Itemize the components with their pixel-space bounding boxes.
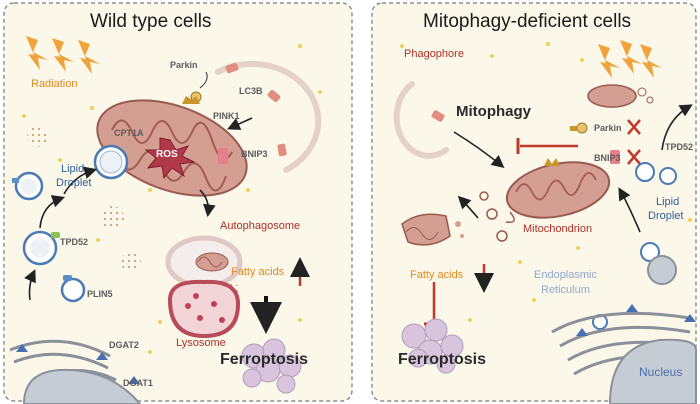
label-lipid-droplet-right-line2: Droplet bbox=[648, 210, 684, 222]
lipid-dots bbox=[22, 42, 692, 354]
label-er-line1: Endoplasmic bbox=[534, 269, 597, 281]
ferroptosis-cells-left bbox=[241, 338, 302, 394]
arrow-tpd52 bbox=[661, 104, 693, 151]
arrow-droplet-to-mito-right bbox=[618, 187, 641, 233]
phagophore bbox=[393, 81, 449, 159]
bnip3-icon bbox=[610, 150, 620, 164]
label-lysosome: Lysosome bbox=[176, 337, 226, 349]
arrow-to-fragment bbox=[457, 195, 479, 219]
title-wild-type: Wild type cells bbox=[90, 11, 212, 32]
autophagosome bbox=[165, 235, 243, 289]
label-ros: ROS bbox=[156, 149, 178, 160]
arrow-mitophagy bbox=[453, 131, 505, 169]
label-cpt1a: CPT1A bbox=[114, 128, 144, 138]
label-bnip3: BNIP3 bbox=[241, 149, 268, 159]
panel-mitophagy-deficient bbox=[371, 2, 697, 404]
lipid-droplet-left bbox=[12, 171, 44, 201]
arrow-dgat-to-droplet bbox=[24, 269, 36, 301]
arrow-droplet-to-mito bbox=[63, 166, 98, 195]
label-pink1: PINK1 bbox=[213, 111, 240, 121]
label-phagophore: Phagophore bbox=[404, 48, 464, 60]
lysosome bbox=[167, 279, 241, 339]
label-bnip3-right: BNIP3 bbox=[594, 153, 621, 163]
label-dgat2: DGAT2 bbox=[109, 340, 139, 350]
lc3b-membrane bbox=[215, 60, 322, 173]
damaged-mitochondrion-top bbox=[587, 84, 654, 108]
label-ferroptosis-right: Ferroptosis bbox=[398, 351, 487, 368]
label-fatty-acids: Fatty acids bbox=[231, 266, 285, 278]
lipid-droplet-main bbox=[93, 144, 129, 180]
panel-wild-type bbox=[3, 2, 353, 404]
ros-burst bbox=[144, 137, 196, 180]
lipid-droplet-right bbox=[592, 162, 677, 330]
mitochondrion-deficient bbox=[505, 158, 611, 224]
label-parkin: Parkin bbox=[170, 60, 198, 70]
radiation-bolt-icon bbox=[598, 40, 662, 78]
bnip3-icon bbox=[218, 148, 228, 164]
label-nucleus: Nucleus bbox=[639, 365, 683, 379]
lipid-droplet-tpd52 bbox=[22, 230, 60, 266]
label-tpd52: TPD52 bbox=[60, 237, 89, 247]
label-mitochondrion: Mitochondrion bbox=[523, 223, 593, 235]
ferroptosis-cells-right bbox=[401, 318, 464, 374]
title-mitophagy-deficient: Mitophagy-deficient cells bbox=[423, 11, 632, 32]
arrow-lc3b bbox=[227, 117, 253, 130]
label-er-line2: Reticulum bbox=[541, 284, 590, 296]
label-parkin-right: Parkin bbox=[594, 123, 622, 133]
label-radiation: Radiation bbox=[31, 78, 78, 90]
bnip3-blocked-icon bbox=[627, 149, 641, 165]
label-fatty-acids-right: Fatty acids bbox=[410, 269, 464, 281]
pink1-icon bbox=[182, 96, 200, 104]
label-dgat1: DGAT1 bbox=[123, 378, 153, 388]
fragmented-mitochondrion bbox=[401, 213, 464, 246]
fatty-acid-cluster bbox=[27, 127, 47, 147]
label-lipid-droplet-right-line1: Lipid bbox=[656, 196, 680, 208]
label-lipid-droplet-line2: Droplet bbox=[56, 177, 92, 189]
parkin-blocked-icon bbox=[627, 119, 641, 135]
label-autophagosome: Autophagosome bbox=[220, 220, 301, 232]
label-lc3b: LC3B bbox=[239, 86, 263, 96]
arrow-to-autophagosome bbox=[199, 189, 216, 218]
label-plin5: PLIN5 bbox=[87, 289, 113, 299]
nucleus-left bbox=[22, 368, 142, 404]
arrow-tpd52-to-droplet bbox=[39, 195, 66, 229]
label-ferroptosis-left: Ferroptosis bbox=[220, 351, 309, 368]
nucleus-right bbox=[608, 338, 697, 404]
label-lipid-droplet-line1: Lipid bbox=[61, 163, 85, 175]
lipid-droplet-plin5 bbox=[60, 275, 86, 303]
fatty-acid-cluster bbox=[121, 252, 141, 272]
parkin-icon bbox=[576, 122, 588, 134]
label-tpd52-right: TPD52 bbox=[665, 142, 694, 152]
label-mitophagy: Mitophagy bbox=[456, 103, 531, 120]
radiation-bolt-icon bbox=[26, 36, 100, 74]
fatty-acid-cluster bbox=[100, 206, 124, 230]
